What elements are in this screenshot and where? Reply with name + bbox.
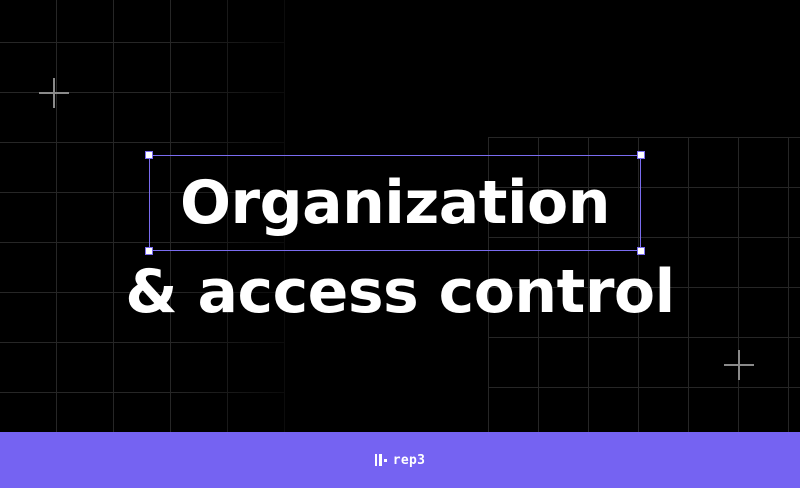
headline-line-2: & access control (125, 257, 675, 327)
background-grid-left (0, 0, 285, 432)
resize-handle-top-left (145, 151, 153, 159)
selection-frame (145, 151, 645, 255)
brand-name: rep3 (392, 452, 426, 468)
resize-handle-bottom-left (145, 247, 153, 255)
resize-handle-top-right (637, 151, 645, 159)
headline-line-1: Organization (180, 168, 610, 238)
brand-logo: rep3 (374, 452, 426, 468)
rep3-logo-icon (374, 454, 387, 466)
plus-icon (39, 78, 69, 108)
plus-icon (724, 350, 754, 380)
background-grid-right (488, 137, 800, 432)
footer-bar: rep3 (0, 432, 800, 488)
resize-handle-bottom-right (637, 247, 645, 255)
